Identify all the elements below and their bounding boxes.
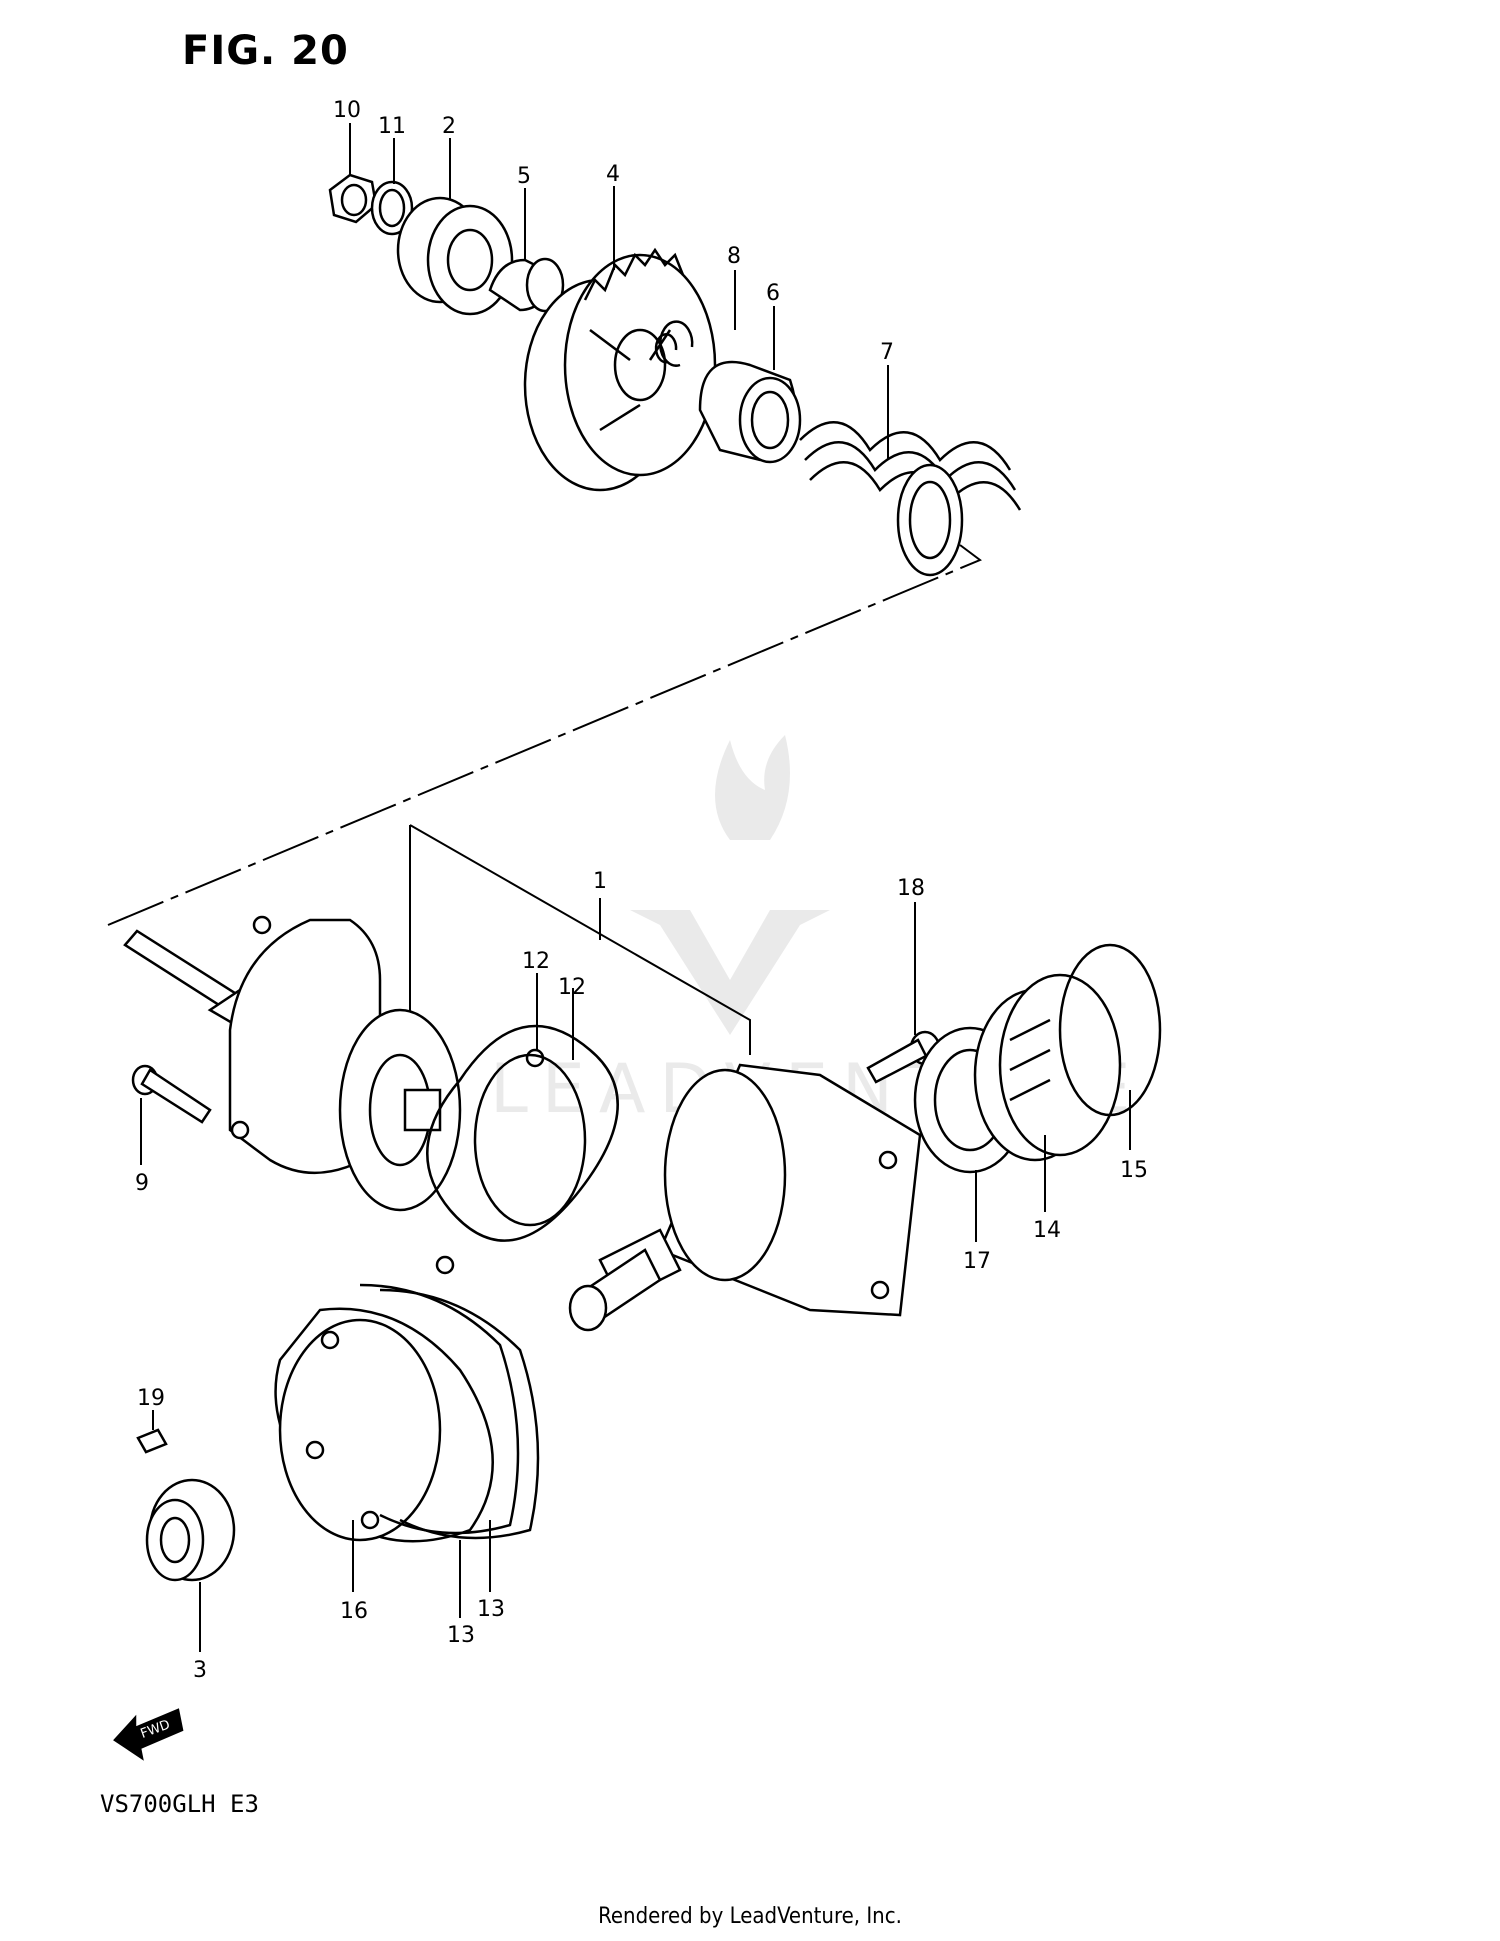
washer-part-11 <box>370 180 414 236</box>
callout-13b: 13 <box>477 1597 505 1622</box>
bearing-part-2 <box>396 196 514 316</box>
spacer-part-5 <box>488 257 565 313</box>
bolt-part-9 <box>131 1064 212 1124</box>
callout-19: 19 <box>137 1386 165 1411</box>
cover-part-16 <box>274 1307 494 1543</box>
pin-part-19 <box>136 1428 168 1454</box>
figure-title: FIG. 20 <box>182 28 349 74</box>
model-code: VS700GLH E3 <box>100 1790 259 1818</box>
callout-4: 4 <box>606 162 620 187</box>
callout-8: 8 <box>727 244 741 269</box>
shim-part-13 <box>359 1283 540 1540</box>
callout-16: 16 <box>340 1599 368 1624</box>
callout-18: 18 <box>897 876 925 901</box>
callout-7: 7 <box>880 340 894 365</box>
callout-15: 15 <box>1120 1158 1148 1183</box>
callout-labels: 10 11 2 5 4 8 6 7 1 18 12 12 9 15 14 17 … <box>135 98 1148 1683</box>
callout-6: 6 <box>766 281 780 306</box>
callout-11: 11 <box>378 114 406 139</box>
nut-part-10 <box>328 173 378 224</box>
callout-12b: 12 <box>558 975 586 1000</box>
needle-bearing-part-3 <box>145 1478 236 1582</box>
callout-13a: 13 <box>447 1623 475 1648</box>
leader-lines <box>140 123 1131 1652</box>
callout-17: 17 <box>963 1249 991 1274</box>
o-ring-part-15 <box>1058 943 1162 1117</box>
callout-12a: 12 <box>522 949 550 974</box>
render-credit: Rendered by LeadVenture, Inc. <box>598 1904 902 1929</box>
callout-10: 10 <box>333 98 361 123</box>
drive-gear-assembly-part-1 <box>123 915 462 1212</box>
fwd-arrow-icon: FWD <box>113 1708 184 1761</box>
callout-2: 2 <box>442 114 456 139</box>
callout-14: 14 <box>1033 1218 1061 1243</box>
gear-part-4 <box>523 247 717 492</box>
spring-part-7 <box>799 420 1022 577</box>
bearing-housing-part-14 <box>973 973 1122 1162</box>
cam-part-6 <box>698 360 802 464</box>
callout-3: 3 <box>193 1658 207 1683</box>
callout-1: 1 <box>593 869 607 894</box>
callout-5: 5 <box>517 164 531 189</box>
circlip-part-8 <box>654 320 694 367</box>
gasket-part-12 <box>426 1024 619 1275</box>
callout-9: 9 <box>135 1171 149 1196</box>
driven-gear-assembly-part-1 <box>568 1063 922 1332</box>
guide-lines <box>107 544 982 1060</box>
